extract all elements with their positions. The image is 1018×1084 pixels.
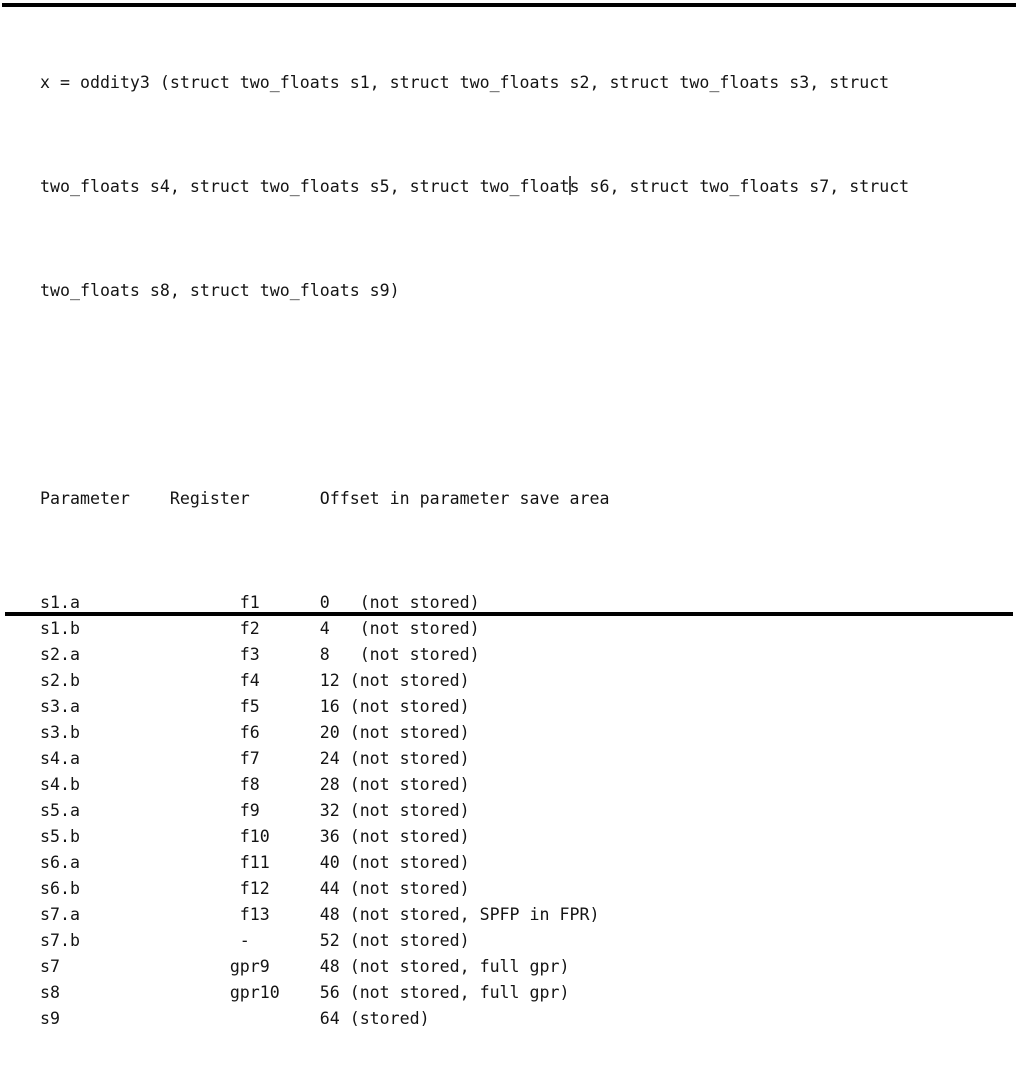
- table-row: s5.a f9 32 (not stored): [40, 801, 470, 820]
- table-row: s1.a f1 0 (not stored): [40, 593, 480, 612]
- code-line-2: two_floats s4, struct two_floats s5, str…: [40, 174, 909, 200]
- code-text: two_floats s4, struct two_floats s5, str…: [40, 177, 570, 196]
- code-text: x = oddity3 (struct two_floats s1, struc…: [40, 73, 890, 92]
- code-line-1: x = oddity3 (struct two_floats s1, struc…: [40, 70, 909, 96]
- code-text: s s6, struct two_floats s7, struct: [569, 177, 910, 196]
- table-row: s1.b f2 4 (not stored): [40, 619, 480, 638]
- table-row: s6.b f12 44 (not stored): [40, 879, 470, 898]
- table-row: s7.a f13 48 (not stored, SPFP in FPR): [40, 905, 600, 924]
- table-row: s2.a f3 8 (not stored): [40, 645, 480, 664]
- table-row: s6.a f11 40 (not stored): [40, 853, 470, 872]
- table-row: s4.a f7 24 (not stored): [40, 749, 470, 768]
- table-row: s9 64 (stored): [40, 1009, 430, 1028]
- text-cursor: [568, 176, 571, 195]
- blank-line: [40, 382, 909, 408]
- table-row: s4.b f8 28 (not stored): [40, 775, 470, 794]
- table-header: Parameter Register Offset in parameter s…: [40, 489, 610, 508]
- figure-text-area[interactable]: x = oddity3 (struct two_floats s1, struc…: [40, 18, 909, 1084]
- table-row: s2.b f4 12 (not stored): [40, 671, 470, 690]
- table-row: s3.a f5 16 (not stored): [40, 697, 470, 716]
- table-row: s5.b f10 36 (not stored): [40, 827, 470, 846]
- table-row: s3.b f6 20 (not stored): [40, 723, 470, 742]
- code-line-3: two_floats s8, struct two_floats s9): [40, 278, 909, 304]
- table-row: s7 gpr9 48 (not stored, full gpr): [40, 957, 570, 976]
- code-text: two_floats s8, struct two_floats s9): [40, 281, 400, 300]
- bottom-rule: [5, 612, 1013, 616]
- table-row: s7.b - 52 (not stored): [40, 931, 470, 950]
- table-body: s1.a f1 0 (not stored) s1.b f2 4 (not sto…: [40, 590, 909, 1032]
- table-row: s8 gpr10 56 (not stored, full gpr): [40, 983, 570, 1002]
- top-rule: [2, 3, 1016, 7]
